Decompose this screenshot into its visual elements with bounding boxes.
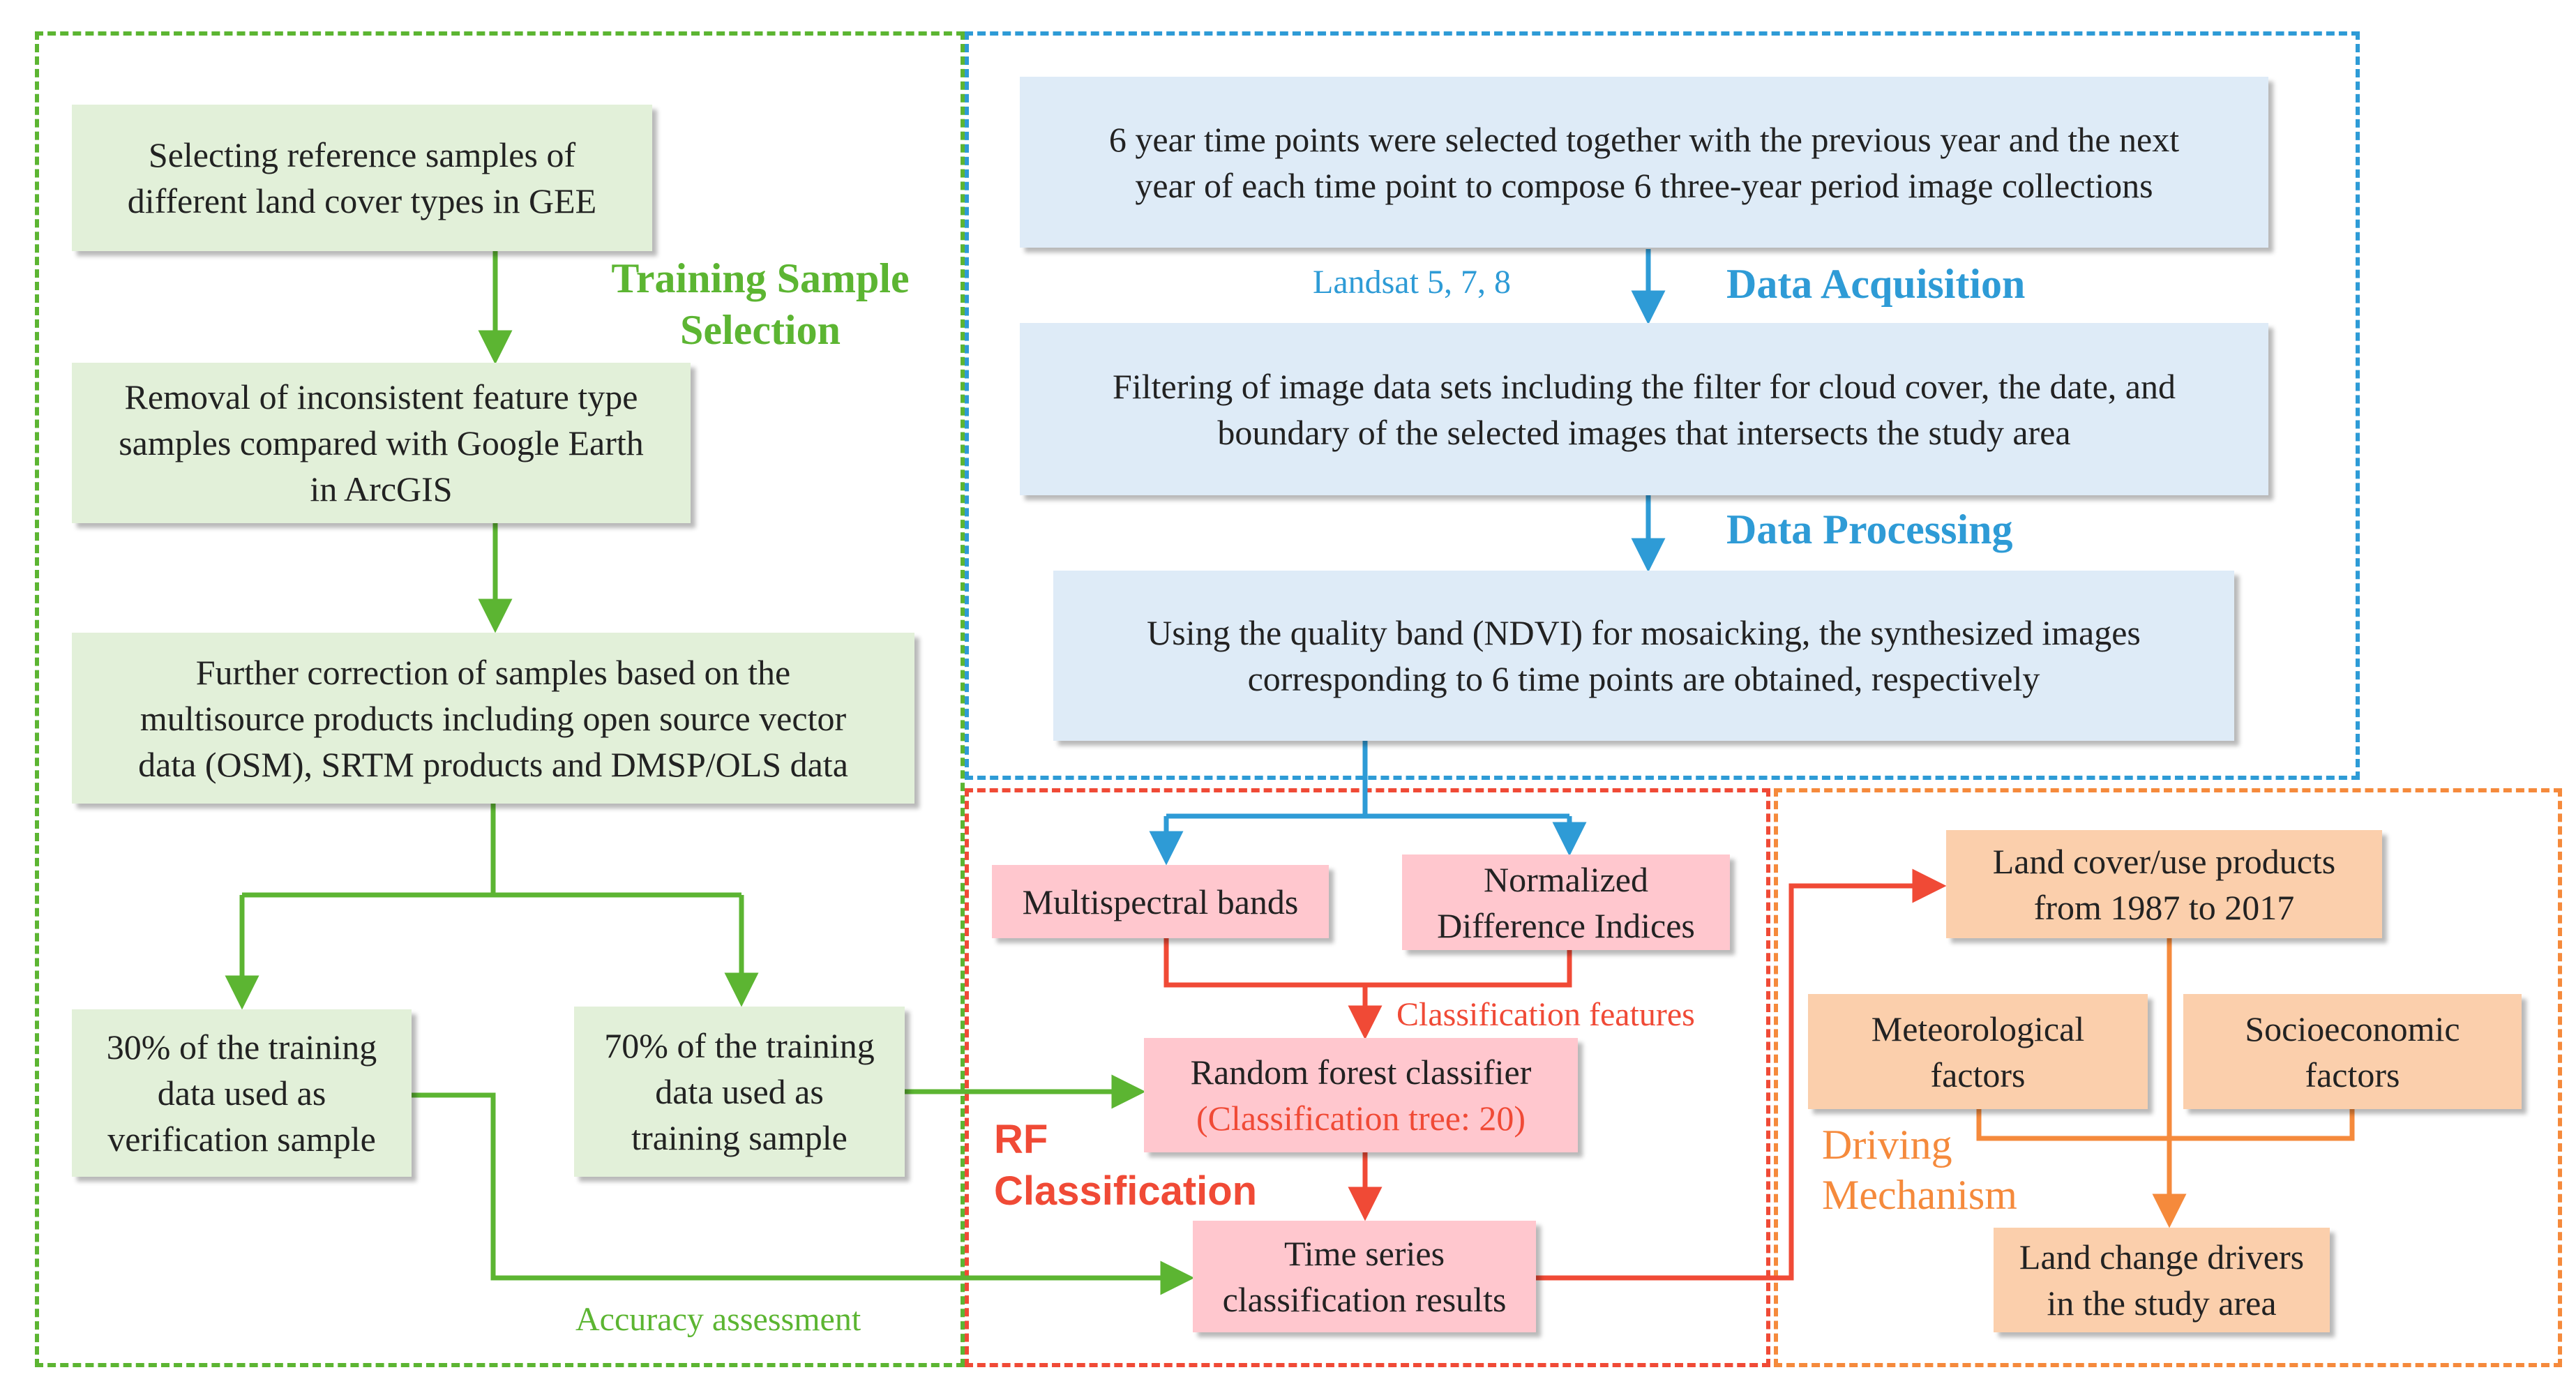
time-points-line2: year of each time point to compose 6 thr… xyxy=(1135,165,2153,205)
filtering-line1: Filtering of image data sets including t… xyxy=(1113,366,2176,406)
time-points-box: 6 year time points were selected togethe… xyxy=(1020,77,2268,248)
ndi-line2: Difference Indices xyxy=(1437,905,1695,945)
arrow-split-to-multispectral xyxy=(1166,813,1569,858)
verification-line3: verification sample xyxy=(107,1120,376,1159)
driving-mechanism-frame xyxy=(1774,788,2562,1367)
rf-classification-title: RF Classification xyxy=(994,1114,1257,1217)
rf-title-line2: Classification xyxy=(994,1168,1258,1214)
socioeconomic-line2: factors xyxy=(2305,1055,2400,1094)
time-series-results-box: Time series classification results xyxy=(1193,1221,1536,1332)
verification-sample-box: 30% of the training data used as verific… xyxy=(72,1009,412,1177)
products-line1: Land cover/use products xyxy=(1992,841,2336,881)
removal-line1: Removal of inconsistent feature type xyxy=(124,377,638,416)
data-acquisition-title: Data Acquisition xyxy=(1726,261,2026,307)
select-reference-samples-line2: different land cover types in GEE xyxy=(127,181,597,220)
correction-line2: multisource products including open sour… xyxy=(140,698,847,738)
mosaicking-box: Using the quality band (NDVI) for mosaic… xyxy=(1053,571,2234,741)
verification-line1: 30% of the training xyxy=(106,1027,377,1067)
correction-line1: Further correction of samples based on t… xyxy=(195,652,791,692)
training-sample-line2: data used as xyxy=(655,1072,824,1111)
time-series-line1: Time series xyxy=(1283,1234,1445,1273)
normalized-difference-indices-box: Normalized Difference Indices xyxy=(1402,854,1730,950)
line-factors-merge xyxy=(1976,1109,2355,1141)
meteorological-line2: factors xyxy=(1930,1055,2026,1094)
training-sample-box: 70% of the training data used as trainin… xyxy=(574,1007,905,1177)
land-change-drivers-box: Land change drivers in the study area xyxy=(1994,1228,2330,1332)
training-title-line2: Selection xyxy=(680,307,841,353)
products-line2: from 1987 to 2017 xyxy=(2033,887,2295,927)
data-processing-title: Data Processing xyxy=(1726,506,2013,552)
rf-classifier-line2: (Classification tree: 20) xyxy=(1196,1099,1526,1138)
filtering-box: Filtering of image data sets including t… xyxy=(1020,323,2268,495)
line-multispectral-ndi-merge xyxy=(1163,938,1572,988)
arrow-verification-to-time-series xyxy=(412,1092,1195,1295)
removal-line3: in ArcGIS xyxy=(310,469,453,509)
land-cover-products-box: Land cover/use products from 1987 to 201… xyxy=(1946,830,2382,938)
training-sample-selection-frame xyxy=(35,31,965,1367)
landsat-label: Landsat 5, 7, 8 xyxy=(1313,264,1511,301)
driving-title-line2: Mechanism xyxy=(1822,1172,2017,1218)
multispectral-line1: Multispectral bands xyxy=(1022,882,1299,921)
arrow-split-to-verification xyxy=(242,892,741,1002)
removal-inconsistent-samples-box: Removal of inconsistent feature type sam… xyxy=(72,363,691,523)
drivers-line2: in the study area xyxy=(2047,1283,2277,1323)
removal-line2: samples compared with Google Earth xyxy=(119,423,644,462)
mosaicking-line1: Using the quality band (NDVI) for mosaic… xyxy=(1147,613,2141,652)
select-reference-samples-box: Selecting reference samples of different… xyxy=(72,105,652,251)
mosaicking-line2: corresponding to 6 time points are obtai… xyxy=(1247,659,2040,698)
driving-mechanism-title: Driving Mechanism xyxy=(1822,1120,2017,1220)
driving-title-line1: Driving xyxy=(1822,1122,1952,1168)
training-sample-line1: 70% of the training xyxy=(604,1026,875,1065)
further-correction-box: Further correction of samples based on t… xyxy=(72,633,914,804)
ndi-line1: Normalized xyxy=(1483,859,1648,899)
socioeconomic-factors-box: Socioeconomic factors xyxy=(2183,994,2522,1109)
training-sample-selection-title: Training Sample Selection xyxy=(586,253,935,356)
socioeconomic-line1: Socioeconomic xyxy=(2245,1009,2460,1048)
multispectral-bands-box: Multispectral bands xyxy=(992,865,1329,938)
accuracy-assessment-label: Accuracy assessment xyxy=(575,1301,861,1338)
correction-line3: data (OSM), SRTM products and DMSP/OLS d… xyxy=(138,744,848,784)
time-series-line2: classification results xyxy=(1222,1280,1507,1319)
verification-line2: data used as xyxy=(157,1074,326,1113)
classification-features-label: Classification features xyxy=(1396,996,1695,1033)
rf-title-line1: RF xyxy=(994,1117,1048,1162)
data-acquisition-frame xyxy=(965,31,2360,780)
filtering-line2: boundary of the selected images that int… xyxy=(1217,412,2071,452)
rf-classifier-line1: Random forest classifier xyxy=(1190,1053,1532,1092)
drivers-line1: Land change drivers xyxy=(2019,1237,2305,1277)
time-points-line1: 6 year time points were selected togethe… xyxy=(1108,119,2180,159)
arrow-time-series-to-products xyxy=(1536,868,1947,1281)
meteorological-factors-box: Meteorological factors xyxy=(1808,994,2148,1109)
training-title-line1: Training Sample xyxy=(611,255,910,301)
select-reference-samples-line1: Selecting reference samples of xyxy=(148,135,576,174)
training-sample-line3: training sample xyxy=(631,1118,848,1157)
meteorological-line1: Meteorological xyxy=(1871,1009,2085,1048)
random-forest-classifier-box: Random forest classifier (Classification… xyxy=(1144,1038,1578,1152)
